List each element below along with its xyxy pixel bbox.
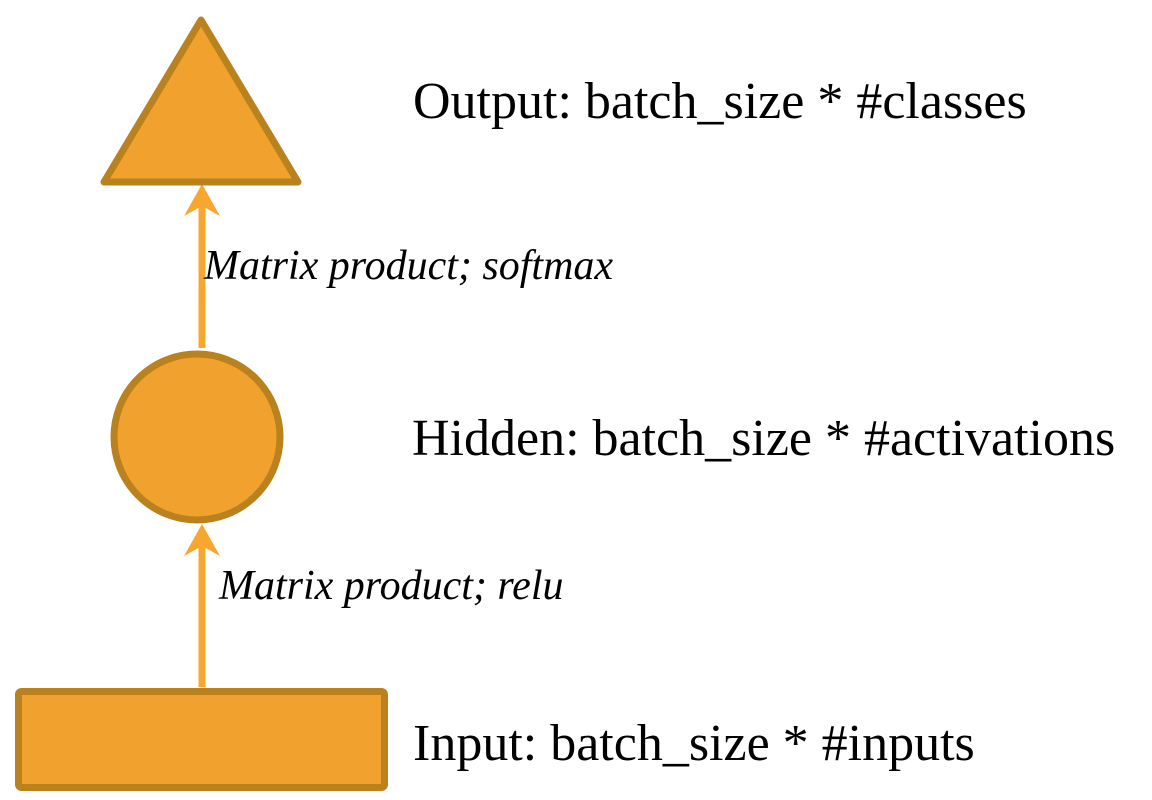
edge-label-softmax: Matrix product; softmax <box>204 243 614 289</box>
hidden-circle-shape <box>110 350 284 524</box>
hidden-node-label: Hidden: batch_size * #activations <box>412 410 1116 467</box>
arrow-hidden-to-output <box>184 184 220 348</box>
output-node-label: Output: batch_size * #classes <box>413 73 1027 130</box>
input-node-label: Input: batch_size * #inputs <box>413 715 975 772</box>
arrow-input-to-hidden <box>184 524 220 687</box>
input-rectangle-shape <box>15 688 388 791</box>
edge-label-relu: Matrix product; relu <box>219 563 564 609</box>
output-triangle-shape <box>100 16 302 186</box>
